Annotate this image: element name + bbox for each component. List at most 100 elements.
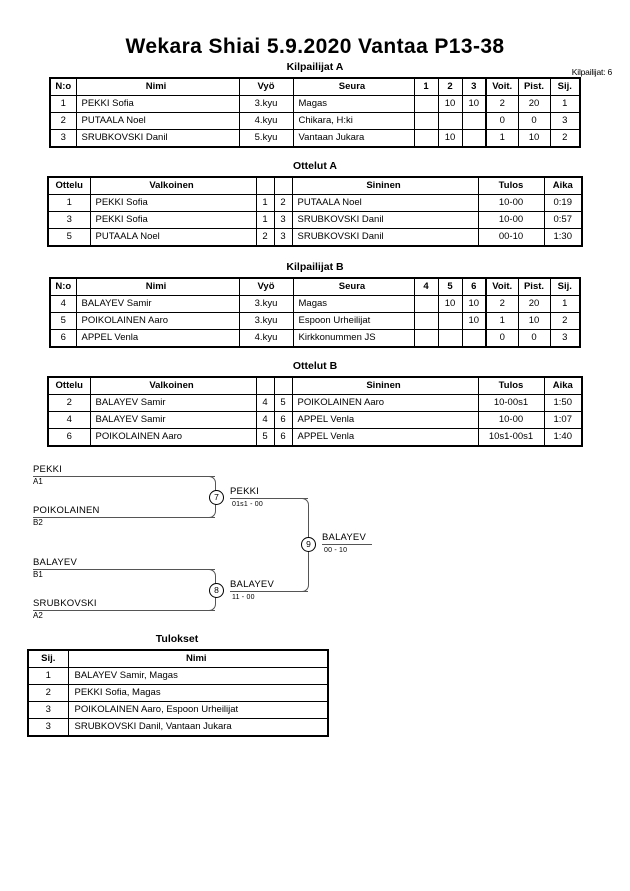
- cell-rank: 3: [27, 701, 69, 720]
- cell-match-no: 6: [47, 428, 91, 447]
- cell-g1: [413, 95, 439, 114]
- cell-match-no: 1: [47, 194, 91, 213]
- pool-b-table-wrap: N:o Nimi Vyö Seura 4 5 6 Voit. Pist. Sij…: [0, 277, 630, 349]
- bracket-connector: [33, 610, 215, 612]
- cell-result: 10-00: [477, 411, 545, 430]
- page-title: Wekara Shiai 5.9.2020 Vantaa P13-38: [125, 35, 505, 58]
- col-white-no: [255, 376, 275, 396]
- cell-white-no: 4: [255, 411, 275, 430]
- cell-name: PUTAALA Noel: [75, 112, 240, 131]
- cell-result: 10-00: [477, 194, 545, 213]
- col-g1: 4: [413, 277, 439, 297]
- cell-g3: 10: [461, 95, 487, 114]
- bracket-connector: [33, 476, 215, 478]
- bracket-score-8: 11 - 00: [232, 594, 255, 602]
- col-blue-no: [273, 176, 293, 196]
- results-table-wrap: Sij. Nimi 1 BALAYEV Samir, Magas 2 PEKKI…: [0, 649, 630, 738]
- cell-belt: 3.kyu: [238, 295, 294, 314]
- table-row: 3 POIKOLAINEN Aaro, Espoon Urheilijat: [27, 701, 329, 720]
- cell-g3: [461, 329, 487, 348]
- table-row: 4 BALAYEV Samir 3.kyu Magas 10 10 2 20 1: [49, 295, 581, 314]
- cell-name: POIKOLAINEN Aaro, Espoon Urheilijat: [67, 701, 329, 720]
- cell-g1: [413, 329, 439, 348]
- cell-blue-no: 2: [273, 194, 293, 213]
- cell-belt: 3.kyu: [238, 312, 294, 331]
- table-row: 1 BALAYEV Samir, Magas: [27, 667, 329, 686]
- bracket-entry-name: SRUBKOVSKI: [33, 598, 97, 610]
- table-row: 6 POIKOLAINEN Aaro 5 6 APPEL Venla 10s1-…: [47, 428, 583, 447]
- col-club: Seura: [292, 77, 415, 97]
- cell-name: POIKOLAINEN Aaro: [75, 312, 240, 331]
- section-heading-pool-a: Kilpailijat A: [286, 61, 344, 74]
- cell-match-no: 2: [47, 394, 91, 413]
- section-heading-results: Tulokset: [155, 633, 199, 646]
- col-g2: 2: [437, 77, 463, 97]
- bracket-corner: [208, 476, 216, 485]
- matches-a-table-wrap: Ottelu Valkoinen Sininen Tulos Aika 1 PE…: [0, 176, 630, 248]
- cell-rank: 3: [27, 718, 69, 737]
- cell-rank: 2: [549, 312, 581, 331]
- table-row: 4 BALAYEV Samir 4 6 APPEL Venla 10-00 1:…: [47, 411, 583, 430]
- matches-a-table: Ottelu Valkoinen Sininen Tulos Aika 1 PE…: [47, 176, 583, 248]
- cell-white: PEKKI Sofia: [89, 211, 257, 230]
- cell-no: 2: [49, 112, 77, 131]
- cell-rank: 1: [27, 667, 69, 686]
- cell-g2: 10: [437, 95, 463, 114]
- cell-wins: 1: [485, 312, 519, 331]
- bracket-connector: [33, 569, 215, 571]
- table-row: 1 PEKKI Sofia 1 2 PUTAALA Noel 10-00 0:1…: [47, 194, 583, 213]
- table-header-row: Ottelu Valkoinen Sininen Tulos Aika: [47, 376, 583, 396]
- cell-blue-no: 5: [273, 394, 293, 413]
- bracket-entry-name: BALAYEV: [33, 557, 77, 569]
- cell-match-no: 4: [47, 411, 91, 430]
- cell-club: Vantaan Jukara: [292, 129, 415, 148]
- table-row: 3 SRUBKOVSKI Danil, Vantaan Jukara: [27, 718, 329, 737]
- bracket-entry-seed: A1: [33, 477, 43, 487]
- cell-g2: [437, 329, 463, 348]
- cell-time: 1:50: [543, 394, 583, 413]
- table-row: 6 APPEL Venla 4.kyu Kirkkonummen JS 0 0 …: [49, 329, 581, 348]
- cell-g2: [437, 112, 463, 131]
- cell-rank: 3: [549, 329, 581, 348]
- cell-blue-no: 6: [273, 411, 293, 430]
- pool-a-competitors-table: N:o Nimi Vyö Seura 1 2 3 Voit. Pist. Sij…: [49, 77, 581, 149]
- col-no: N:o: [49, 77, 77, 97]
- cell-rank: 1: [549, 95, 581, 114]
- cell-name: PEKKI Sofia: [75, 95, 240, 114]
- cell-club: Magas: [292, 295, 415, 314]
- cell-white-no: 4: [255, 394, 275, 413]
- col-match-no: Ottelu: [47, 376, 91, 396]
- table-row: 5 POIKOLAINEN Aaro 3.kyu Espoon Urheilij…: [49, 312, 581, 331]
- bracket-match-number-7: 7: [209, 490, 224, 506]
- pool-a-table-wrap: N:o Nimi Vyö Seura 1 2 3 Voit. Pist. Sij…: [0, 77, 630, 149]
- cell-name: APPEL Venla: [75, 329, 240, 348]
- cell-blue: SRUBKOVSKI Danil: [291, 228, 479, 247]
- cell-points: 20: [517, 295, 551, 314]
- cell-white-no: 1: [255, 211, 275, 230]
- cell-points: 0: [517, 112, 551, 131]
- bracket-winner-name-8: BALAYEV: [230, 579, 274, 591]
- cell-g1: [413, 295, 439, 314]
- entrants-count-label: Kilpailijat: 6: [571, 67, 612, 77]
- col-wins: Voit.: [485, 77, 519, 97]
- col-result: Tulos: [477, 176, 545, 196]
- cell-name: SRUBKOVSKI Danil: [75, 129, 240, 148]
- cell-name: SRUBKOVSKI Danil, Vantaan Jukara: [67, 718, 329, 737]
- col-points: Pist.: [517, 277, 551, 297]
- cell-result: 10-00s1: [477, 394, 545, 413]
- col-g3: 3: [461, 77, 487, 97]
- col-blue-no: [273, 376, 293, 396]
- cell-wins: 2: [485, 95, 519, 114]
- bracket-connector: [230, 498, 308, 500]
- table-row: 1 PEKKI Sofia 3.kyu Magas 10 10 2 20 1: [49, 95, 581, 114]
- cell-time: 1:30: [543, 228, 583, 247]
- cell-g3: 10: [461, 295, 487, 314]
- table-row: 5 PUTAALA Noel 2 3 SRUBKOVSKI Danil 00-1…: [47, 228, 583, 247]
- cell-g3: [461, 129, 487, 148]
- col-blue: Sininen: [291, 176, 479, 196]
- cell-white: BALAYEV Samir: [89, 394, 257, 413]
- bracket-connector: [33, 517, 215, 519]
- cell-blue-no: 3: [273, 211, 293, 230]
- bracket-entry-name: POIKOLAINEN: [33, 505, 100, 517]
- cell-blue: APPEL Venla: [291, 411, 479, 430]
